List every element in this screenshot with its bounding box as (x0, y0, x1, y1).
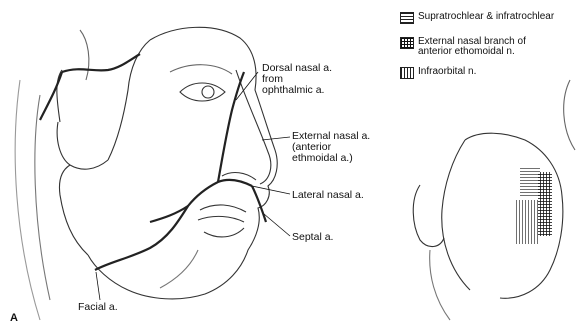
label-septal-artery: Septal a. (292, 232, 333, 243)
supratrochlear-zone (520, 168, 540, 198)
horizontal-hatch-swatch (400, 12, 414, 24)
face-drawing (15, 27, 277, 320)
infraorbital-zone (516, 200, 540, 244)
legend-text: External nasal branch of anterior ethomo… (418, 37, 526, 57)
label-lateral-nasal-artery: Lateral nasal a. (292, 190, 364, 201)
legend-item-external-nasal: External nasal branch of anterior ethomo… (400, 37, 526, 57)
panel-letter: A (10, 312, 18, 324)
legend-text: Supratrochlear & infratrochlear (418, 12, 554, 22)
cross-hatch-swatch (400, 37, 414, 49)
external-nasal-zone (538, 172, 552, 236)
legend-text: Infraorbital n. (418, 67, 476, 77)
legend-item-infraorbital: Infraorbital n. (400, 67, 476, 79)
label-external-nasal-artery: External nasal a. (anterior ethmoidal a.… (292, 131, 370, 164)
label-facial-artery: Facial a. (78, 302, 118, 313)
label-dorsal-nasal-artery: Dorsal nasal a. from ophthalmic a. (262, 63, 332, 96)
legend-item-supratrochlear: Supratrochlear & infratrochlear (400, 12, 554, 24)
vertical-hatch-swatch (400, 67, 414, 79)
